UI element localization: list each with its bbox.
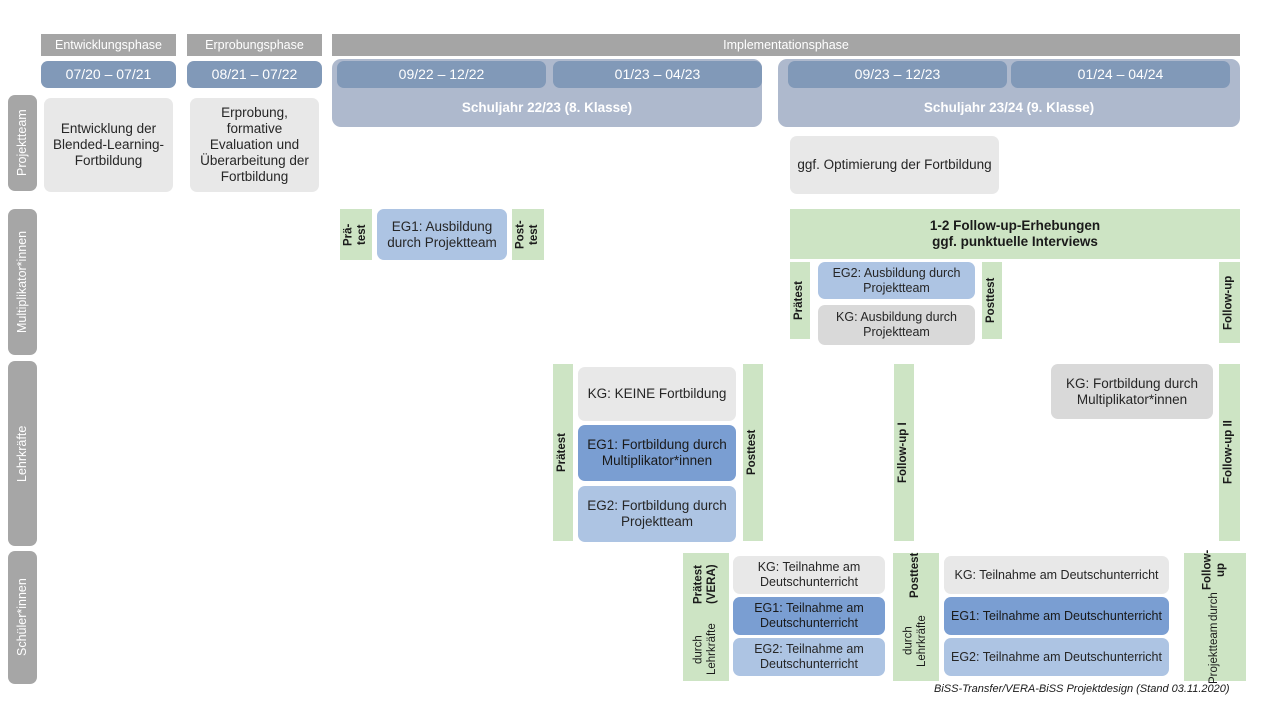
measure-followup-2-lehrkraefte: Follow-up II <box>1219 364 1240 541</box>
measure-followup-1-lehrkraefte: Follow-up I <box>894 364 914 541</box>
sidebar-item-projektteam[interactable]: Projektteam <box>8 95 37 191</box>
measure-praetest-lehrkraefte: Prätest <box>553 364 573 541</box>
participation-eg1-deutschunterricht-2: EG1: Teilnahme am Deutschunterricht <box>944 597 1169 635</box>
measure-posttest-lehrkraefte: Posttest <box>743 364 763 541</box>
participation-eg2-deutschunterricht-1: EG2: Teilnahme am Deutschunterricht <box>733 638 885 676</box>
measure-praetest-multiplikatoren-1: Prä- test <box>340 209 372 260</box>
followup-schueler-sub-label-2: Projektteam <box>1208 622 1221 685</box>
period-bar-01-24-04-24: 01/24 – 04/24 <box>1011 61 1230 88</box>
footer-caption: BiSS-Transfer/VERA-BiSS Projektdesign (S… <box>934 683 1230 695</box>
praetest-vera-sub-label: durch Lehrkräfte <box>692 623 718 676</box>
school-year-label-2223: Schuljahr 22/23 (8. Klasse) <box>461 100 633 116</box>
measure-posttest-multiplikatoren-1: Post- test <box>512 209 544 260</box>
followup-banner-line-1: 1-2 Follow-up-Erhebungen <box>929 218 1101 234</box>
period-bar-09-22-12-22: 09/22 – 12/22 <box>337 61 546 88</box>
activity-kg-keine-fortbildung: KG: KEINE Fortbildung <box>578 367 736 421</box>
phase-header-implementationsphase: Implementationsphase <box>332 34 1240 56</box>
phase-header-erprobungsphase: Erprobungsphase <box>187 34 322 56</box>
participation-kg-deutschunterricht-1: KG: Teilnahme am Deutschunterricht <box>733 556 885 594</box>
period-bar-09-23-12-23: 09/23 – 12/23 <box>788 61 1007 88</box>
measure-followup-multiplikatoren: Follow-up <box>1219 262 1240 343</box>
activity-kg-fortbildung-multiplikatoren: KG: Fortbildung durch Multiplikator*inne… <box>1051 364 1213 419</box>
measure-posttest-multiplikatoren-2: Posttest <box>982 262 1002 339</box>
praetest-vera-main-label: Prätest (VERA) <box>692 564 718 604</box>
school-year-label-2324: Schuljahr 23/24 (9. Klasse) <box>923 100 1095 116</box>
participation-eg1-deutschunterricht-1: EG1: Teilnahme am Deutschunterricht <box>733 597 885 635</box>
task-erprobung-evaluation: Erprobung, formative Evaluation und Über… <box>190 98 319 192</box>
measure-praetest-multiplikatoren-2: Prätest <box>790 262 810 339</box>
activity-eg2-ausbildung-projektteam: EG2: Ausbildung durch Projektteam <box>818 262 975 299</box>
activity-eg2-fortbildung-projektteam: EG2: Fortbildung durch Projektteam <box>578 486 736 542</box>
phase-header-entwicklungsphase: Entwicklungsphase <box>41 34 176 56</box>
task-optimierung-fortbildung: ggf. Optimierung der Fortbildung <box>790 136 999 194</box>
measure-posttest-schueler: Posttest durch Lehrkräfte <box>893 553 939 681</box>
followup-schueler-main-label: Follow-up <box>1201 549 1227 591</box>
followup-banner-line-2: ggf. punktuelle Interviews <box>932 234 1098 249</box>
sidebar-item-schuelerinnen[interactable]: Schüler*innen <box>8 551 37 684</box>
activity-eg1-fortbildung-multiplikatoren: EG1: Fortbildung durch Multiplikator*inn… <box>578 425 736 481</box>
followup-schueler-sub-label-1: durch <box>1208 592 1221 621</box>
posttest-main-label: Posttest <box>909 553 922 599</box>
period-bar-07-20-07-21: 07/20 – 07/21 <box>41 61 176 88</box>
followup-erhebungen-banner: 1-2 Follow-up-Erhebungen ggf. punktuelle… <box>790 209 1240 259</box>
activity-kg-ausbildung-projektteam: KG: Ausbildung durch Projektteam <box>818 305 975 345</box>
sidebar-item-multiplikatorinnen[interactable]: Multiplikator*innen <box>8 209 37 355</box>
participation-eg2-deutschunterricht-2: EG2: Teilnahme am Deutschunterricht <box>944 638 1169 676</box>
period-bar-01-23-04-23: 01/23 – 04/23 <box>553 61 762 88</box>
activity-eg1-ausbildung-projektteam: EG1: Ausbildung durch Projektteam <box>377 209 507 260</box>
task-entwicklung-blended-learning: Entwicklung der Blended-Learning-Fortbil… <box>44 98 173 192</box>
period-bar-08-21-07-22: 08/21 – 07/22 <box>187 61 322 88</box>
participation-kg-deutschunterricht-2: KG: Teilnahme am Deutschunterricht <box>944 556 1169 594</box>
measure-praetest-vera-schueler: Prätest (VERA) durch Lehrkräfte <box>683 553 729 681</box>
measure-followup-schueler: Follow-up durch Projektteam <box>1184 549 1246 685</box>
posttest-sub-label: durch Lehrkräfte <box>902 614 928 667</box>
sidebar-item-lehrkraefte[interactable]: Lehrkräfte <box>8 361 37 546</box>
